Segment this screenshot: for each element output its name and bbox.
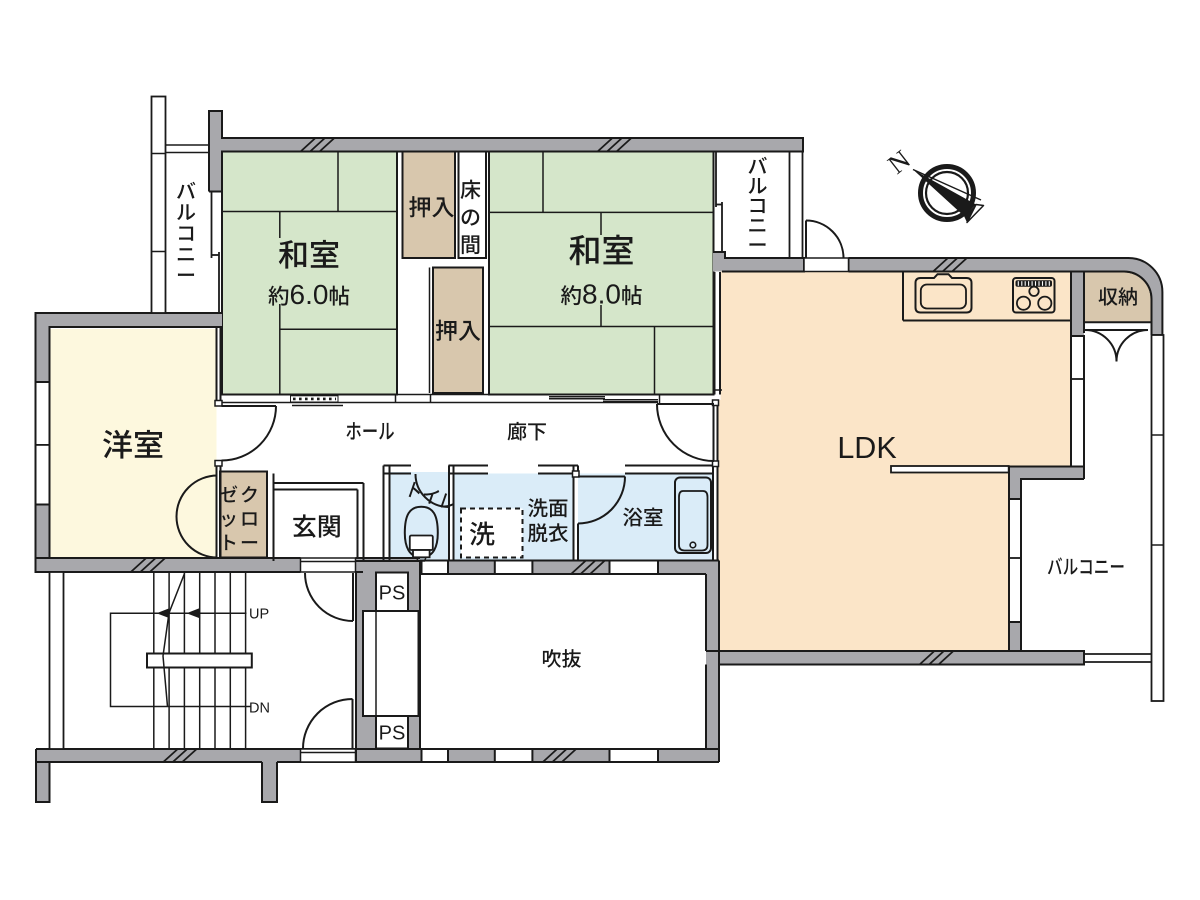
svg-text:UP: UP	[249, 606, 269, 622]
svg-text:8.0: 8.0	[582, 278, 621, 309]
svg-text:PS: PS	[379, 723, 406, 745]
svg-text:LDK: LDK	[837, 431, 896, 465]
svg-text:6.0: 6.0	[290, 279, 329, 310]
svg-text:DN: DN	[249, 701, 270, 717]
svg-text:PS: PS	[379, 583, 406, 605]
